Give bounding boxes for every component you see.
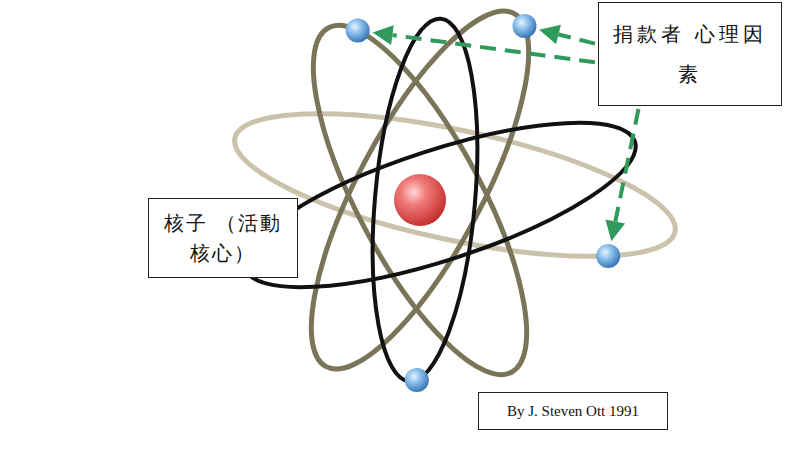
electron — [596, 244, 620, 268]
leader-line — [615, 109, 638, 222]
leader-arrowhead — [606, 220, 626, 242]
donor-factor-box: 捐款者 心理因素 — [598, 2, 782, 106]
orbit-olive — [274, 0, 567, 401]
leader-arrowhead — [373, 25, 394, 45]
nucleus-label-box: 核子 （活動核心） — [148, 198, 298, 278]
leader-line — [392, 35, 595, 62]
box-text: By J. Steven Ott 1991 — [485, 401, 661, 421]
nucleus — [394, 174, 446, 226]
box-text: 核子 （活動核心） — [157, 208, 289, 268]
electron — [405, 368, 429, 392]
electron — [346, 18, 370, 42]
electron — [513, 14, 537, 38]
leader-line — [559, 35, 596, 44]
credit-box: By J. Steven Ott 1991 — [478, 392, 668, 430]
leader-arrowhead — [539, 25, 561, 44]
box-text: 捐款者 心理因素 — [609, 14, 771, 94]
orbit-black — [359, 14, 490, 385]
